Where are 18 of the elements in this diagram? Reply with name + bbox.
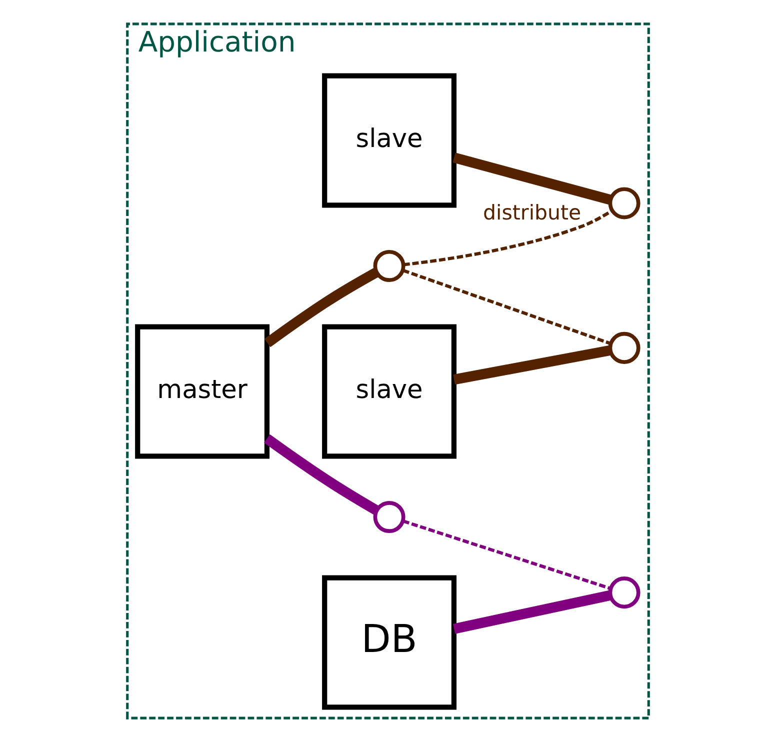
node-circle — [373, 501, 406, 534]
connector — [453, 345, 611, 385]
node-box: slave — [322, 324, 457, 459]
node-box: master — [135, 324, 270, 459]
connector — [264, 268, 380, 348]
node-circle — [608, 187, 640, 220]
node-circle — [608, 332, 640, 364]
node-circle — [608, 576, 640, 609]
connector — [403, 209, 613, 266]
connector — [402, 520, 611, 590]
node-circle — [373, 250, 406, 282]
connector — [452, 152, 612, 205]
connector — [453, 590, 612, 634]
connector — [402, 268, 611, 346]
connector — [264, 434, 380, 515]
edge-label: distribute — [483, 200, 582, 225]
node-box: DB — [322, 575, 457, 710]
node-box: slave — [322, 73, 457, 208]
